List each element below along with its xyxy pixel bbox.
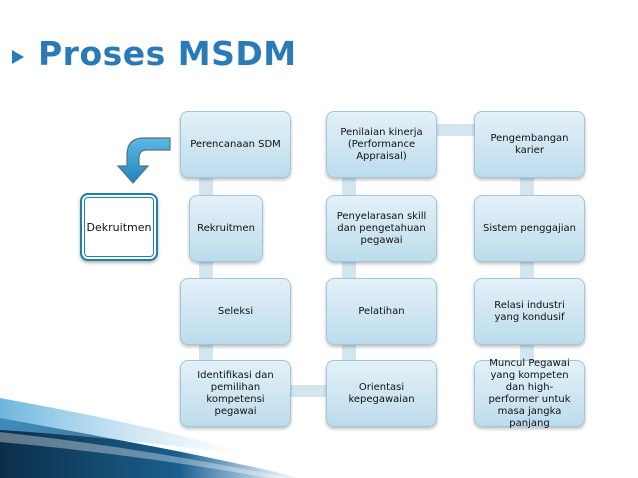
curved-arrow-icon xyxy=(116,137,171,184)
node-identifikasi-kompetensi: Identifikasi dan pemilihan kompetensi pe… xyxy=(180,360,291,427)
connector-col2 xyxy=(342,150,356,385)
node-relasi-industri: Relasi industri yang kondusif xyxy=(474,278,585,345)
dekruitmen-node: Dekruitmen xyxy=(80,193,158,261)
node-penilaian-kinerja: Penilaian kinerja (Performance Appraisal… xyxy=(326,111,437,178)
node-pengembangan-karier: Pengembangan karier xyxy=(474,111,585,178)
node-seleksi: Seleksi xyxy=(180,278,291,345)
connector-col3 xyxy=(520,150,534,385)
node-orientasi-kepegawaian: Orientasi kepegawaian xyxy=(326,360,437,427)
node-penyelarasan-skill: Penyelarasan skill dan pengetahuan pegaw… xyxy=(326,195,437,262)
node-perencanaan-sdm: Perencanaan SDM xyxy=(180,111,291,178)
page-title: Proses MSDM xyxy=(38,34,297,73)
swoosh-light-shape xyxy=(0,398,250,455)
swoosh-highlight-shape xyxy=(0,432,290,478)
node-rekruitmen: Rekruitmen xyxy=(189,195,263,262)
node-pegawai-kompeten: Muncul Pegawai yang kompeten dan high-pe… xyxy=(474,358,585,429)
title-bullet-icon xyxy=(12,50,24,64)
connector-bottom-1-2 xyxy=(280,385,340,397)
node-pelatihan: Pelatihan xyxy=(326,278,437,345)
node-sistem-penggajian: Sistem penggajian xyxy=(474,195,585,262)
connector-top-2-3 xyxy=(430,124,480,136)
connector-col1 xyxy=(199,160,213,385)
